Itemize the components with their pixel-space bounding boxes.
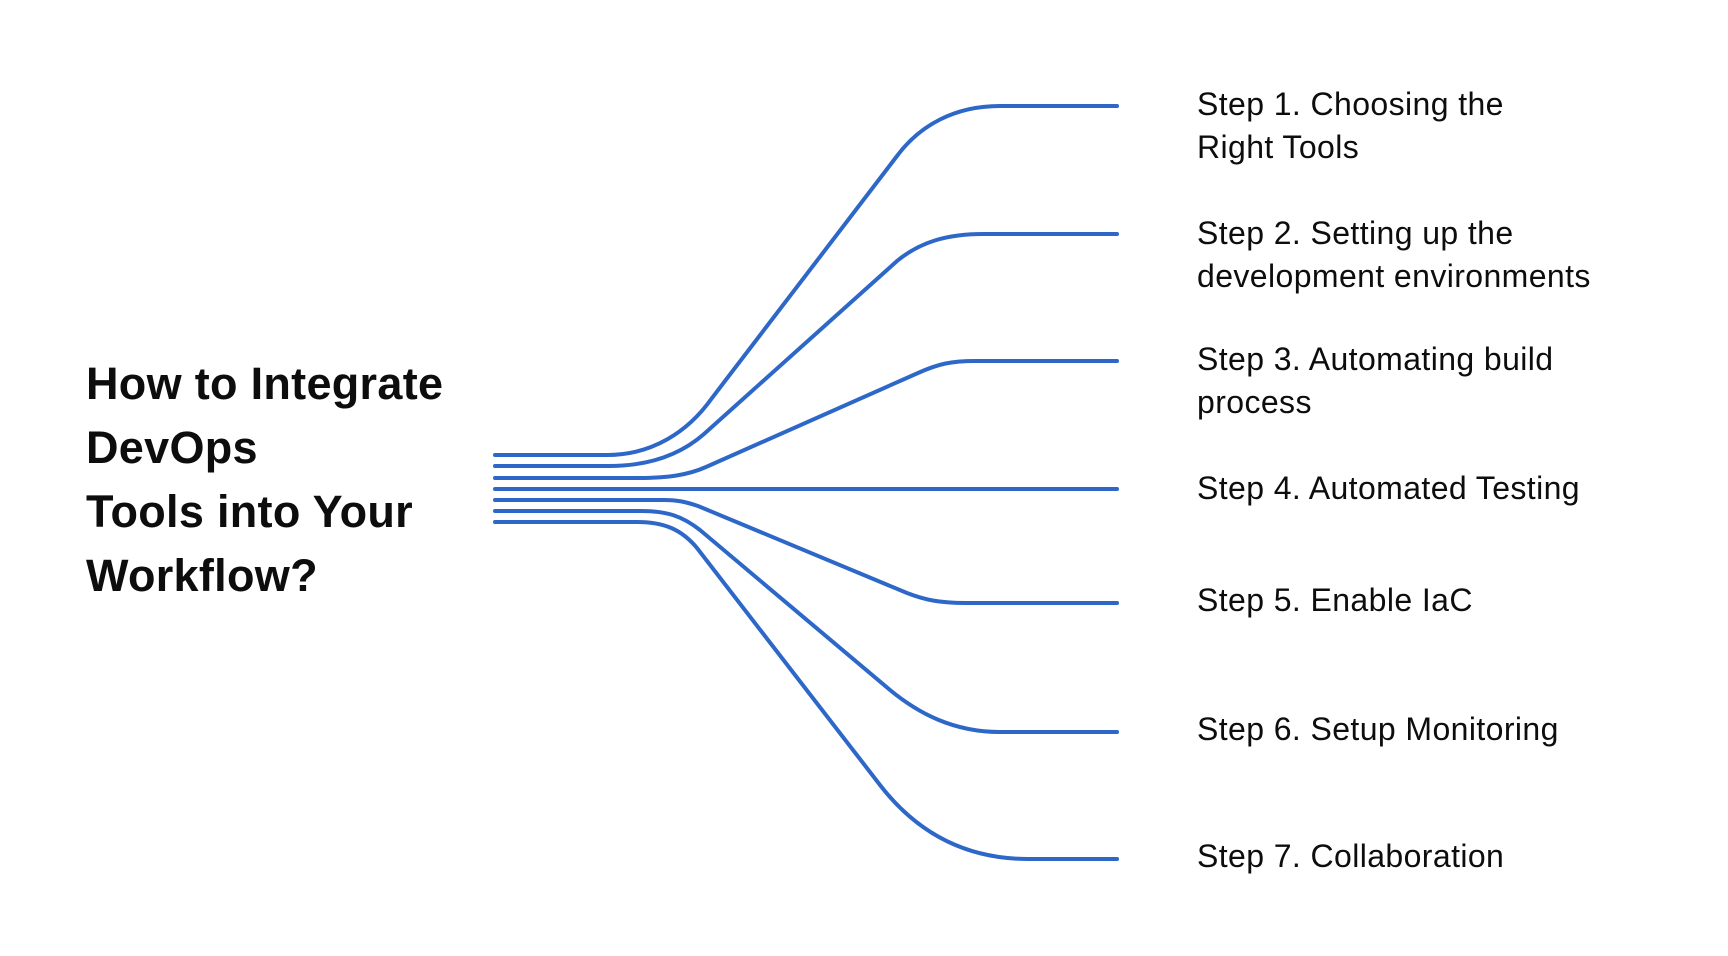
step-2-label-line-2: development environments bbox=[1197, 258, 1591, 294]
connector-step-1 bbox=[493, 104, 1119, 457]
step-1-label-line-1: Step 1. Choosing the bbox=[1197, 86, 1504, 122]
step-3-label: Step 3. Automating build process bbox=[1197, 338, 1717, 424]
title-line-3: Tools into Your bbox=[86, 486, 413, 537]
step-3-label-line-2: process bbox=[1197, 384, 1312, 420]
connector-step-6 bbox=[493, 509, 1119, 734]
step-1-label: Step 1. Choosing the Right Tools bbox=[1197, 83, 1717, 169]
step-6-label-line-1: Step 6. Setup Monitoring bbox=[1197, 711, 1559, 747]
step-6-label: Step 6. Setup Monitoring bbox=[1197, 708, 1717, 751]
title-line-2: DevOps bbox=[86, 422, 258, 473]
connector-step-5 bbox=[493, 498, 1119, 605]
step-7-label-line-1: Step 7. Collaboration bbox=[1197, 838, 1505, 874]
connector-step-3 bbox=[493, 359, 1119, 480]
step-4-label-line-1: Step 4. Automated Testing bbox=[1197, 470, 1580, 506]
step-5-label-line-1: Step 5. Enable IaC bbox=[1197, 582, 1473, 618]
title-line-4: Workflow? bbox=[86, 550, 318, 601]
step-2-label-line-1: Step 2. Setting up the bbox=[1197, 215, 1514, 251]
step-5-label: Step 5. Enable IaC bbox=[1197, 579, 1717, 622]
step-4-label: Step 4. Automated Testing bbox=[1197, 467, 1717, 510]
connector-step-2 bbox=[493, 232, 1119, 468]
diagram-title: How to Integrate DevOps Tools into Your … bbox=[86, 352, 506, 608]
step-2-label: Step 2. Setting up the development envir… bbox=[1197, 212, 1717, 298]
step-3-label-line-1: Step 3. Automating build bbox=[1197, 341, 1554, 377]
connector-step-7 bbox=[493, 520, 1119, 861]
title-line-1: How to Integrate bbox=[86, 358, 444, 409]
step-1-label-line-2: Right Tools bbox=[1197, 129, 1360, 165]
step-7-label: Step 7. Collaboration bbox=[1197, 835, 1717, 878]
